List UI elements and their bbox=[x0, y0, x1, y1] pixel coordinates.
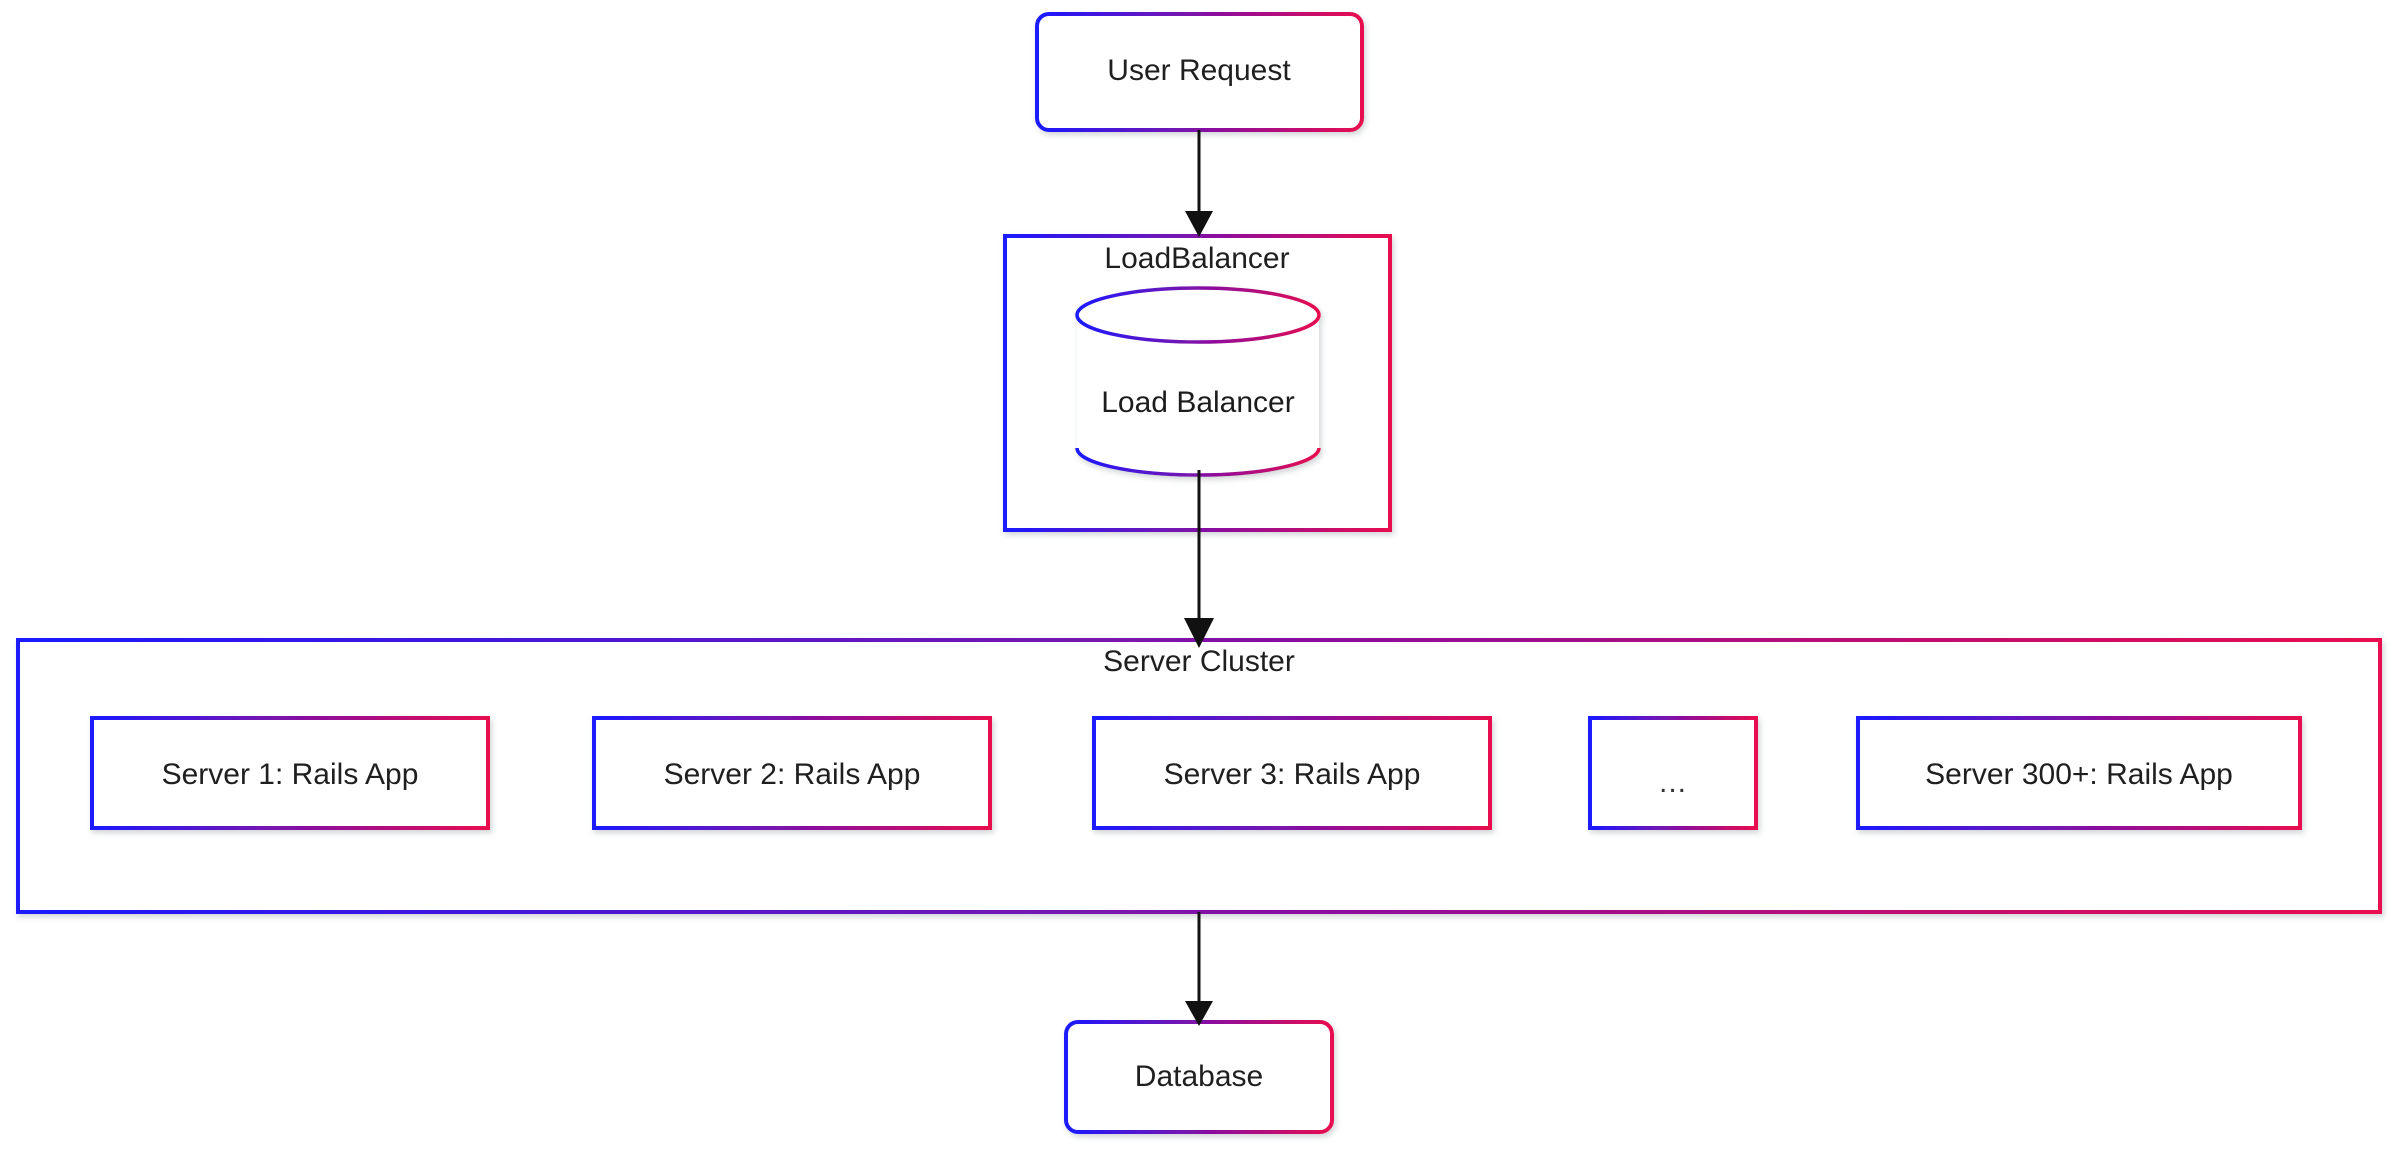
node-server-2[interactable]: Server 2: Rails App bbox=[592, 716, 992, 830]
node-server-300-plus[interactable]: Server 300+: Rails App bbox=[1856, 716, 2302, 830]
load-balancer-cluster-label: LoadBalancer bbox=[1104, 242, 1289, 275]
user-request-label: User Request bbox=[1107, 54, 1291, 87]
node-server-1[interactable]: Server 1: Rails App bbox=[90, 716, 490, 830]
edge-user-request-to-load-balancer bbox=[1185, 130, 1213, 237]
load-balancer-cylinder-label: Load Balancer bbox=[1101, 386, 1294, 419]
server-2-box[interactable] bbox=[592, 716, 992, 830]
edge-load-balancer-to-server-cluster bbox=[1184, 470, 1214, 648]
node-user-request[interactable]: User Request bbox=[1035, 12, 1364, 132]
node-database[interactable]: Database bbox=[1064, 1020, 1334, 1134]
server-300-plus-label: Server 300+: Rails App bbox=[1925, 758, 2233, 791]
server-300-plus-box[interactable] bbox=[1856, 716, 2302, 830]
node-server-ellipsis[interactable]: ... bbox=[1588, 716, 1758, 830]
server-1-box[interactable] bbox=[90, 716, 490, 830]
arrowhead-icon bbox=[1184, 618, 1214, 648]
arrowhead-icon bbox=[1185, 211, 1213, 237]
edge-server-cluster-to-database bbox=[1185, 912, 1213, 1026]
server-ellipsis-label: ... bbox=[1659, 766, 1687, 799]
server-1-label: Server 1: Rails App bbox=[162, 758, 419, 791]
database-label: Database bbox=[1135, 1060, 1263, 1093]
server-cluster-label: Server Cluster bbox=[1103, 645, 1295, 678]
server-3-box[interactable] bbox=[1092, 716, 1492, 830]
node-server-3[interactable]: Server 3: Rails App bbox=[1092, 716, 1492, 830]
cylinder-top-fill bbox=[1077, 288, 1319, 342]
server-2-label: Server 2: Rails App bbox=[664, 758, 921, 791]
cylinder-top-ellipse bbox=[1075, 286, 1321, 344]
arrowhead-icon bbox=[1185, 1001, 1213, 1026]
server-3-label: Server 3: Rails App bbox=[1164, 758, 1421, 791]
node-load-balancer-cylinder[interactable]: Load Balancer bbox=[1075, 286, 1321, 477]
cylinder-body-fill bbox=[1077, 315, 1319, 475]
server-ellipsis-box[interactable] bbox=[1588, 716, 1758, 830]
